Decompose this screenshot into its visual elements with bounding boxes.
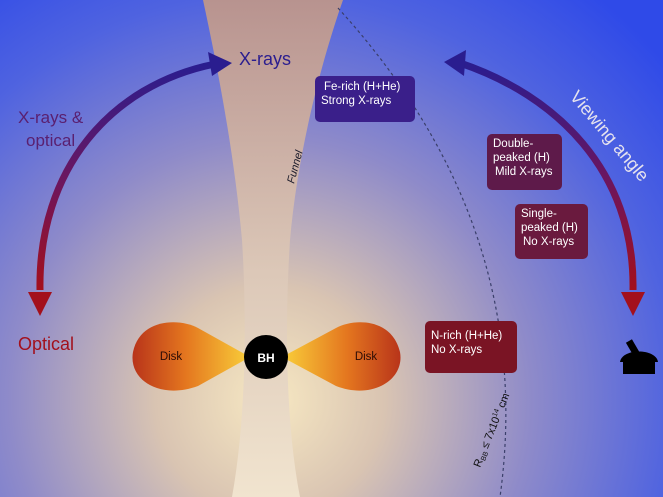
disk-left bbox=[132, 322, 250, 391]
disk-right-label: Disk bbox=[355, 351, 378, 363]
right-viewing-arrow bbox=[458, 59, 637, 291]
funnel bbox=[203, 0, 343, 497]
black-hole-label: BH bbox=[257, 351, 274, 365]
disk-right bbox=[282, 322, 401, 391]
n-rich-box: N-rich (H+He) No X-rays bbox=[425, 321, 517, 373]
double-peaked-line-1: Double- bbox=[493, 138, 534, 150]
single-peaked-line-1: Single- bbox=[521, 208, 557, 220]
single-peaked-line-2: peaked (H) bbox=[521, 222, 578, 234]
single-peaked-line-3: No X-rays bbox=[523, 236, 575, 248]
fe-rich-line-1: Fe-rich (H+He) bbox=[324, 81, 401, 93]
optical-label: Optical bbox=[18, 334, 75, 354]
xrays-top-label: X-rays bbox=[239, 49, 292, 69]
left-viewing-arrow bbox=[36, 60, 216, 291]
single-peaked-box: Single- peaked (H) No X-rays bbox=[515, 204, 588, 259]
double-peaked-line-2: peaked (H) bbox=[493, 152, 550, 164]
disk-left-label: Disk bbox=[160, 351, 183, 363]
xrays-optical-label: X-rays & optical bbox=[18, 106, 83, 152]
photosphere-boundary bbox=[337, 7, 507, 497]
left-arrowhead-bottom bbox=[28, 292, 52, 316]
fe-rich-line-2: Strong X-rays bbox=[321, 95, 392, 107]
xrays-optical-line-2: optical bbox=[26, 131, 76, 150]
black-hole bbox=[244, 335, 288, 379]
right-arrowhead-top bbox=[444, 50, 466, 76]
n-rich-line-1: N-rich (H+He) bbox=[431, 330, 503, 342]
double-peaked-line-3: Mild X-rays bbox=[495, 166, 553, 178]
right-arrowhead-bottom bbox=[621, 292, 645, 316]
xrays-optical-line-1: X-rays & bbox=[18, 108, 84, 127]
n-rich-line-2: No X-rays bbox=[431, 344, 483, 356]
telescope-icon bbox=[620, 339, 658, 374]
left-arrowhead-top bbox=[208, 52, 232, 76]
fe-rich-box: Fe-rich (H+He) Strong X-rays bbox=[315, 76, 415, 122]
double-peaked-box: Double- peaked (H) Mild X-rays bbox=[487, 134, 562, 190]
